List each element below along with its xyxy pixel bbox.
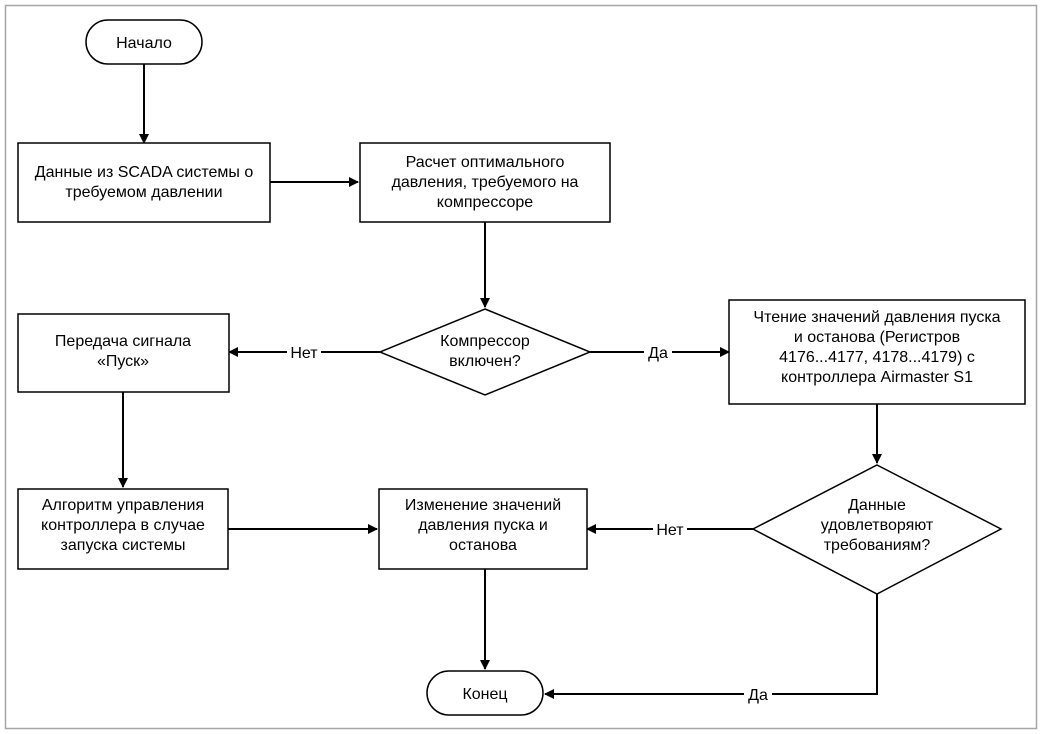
label-bg-on-yes bbox=[644, 342, 672, 362]
edge-label-ok-yes: Да bbox=[748, 687, 768, 704]
start-label: Начало bbox=[116, 35, 172, 52]
algorithm-box bbox=[17, 488, 229, 570]
algorithm-text: Алгоритм управления контроллера в случае з… bbox=[41, 497, 205, 554]
calc-line: давления, требуемого на bbox=[392, 174, 579, 191]
scada-data-box bbox=[17, 142, 271, 223]
read-values-text: Чтение значений давления пуска и останова… bbox=[753, 309, 1000, 386]
calc-pressure-box bbox=[359, 142, 611, 223]
data-ok-text: Данные удовлетворяют требованиям? bbox=[821, 497, 934, 554]
compressor-on-decision bbox=[378, 308, 592, 396]
end-label: Конец bbox=[462, 686, 507, 703]
start-line: Начало bbox=[116, 35, 172, 52]
compressor-on-text: Компрессор включен? bbox=[440, 333, 530, 370]
edge-decision-ok-yes bbox=[544, 594, 878, 699]
change-line: Изменение значений bbox=[405, 497, 561, 514]
send-start-line: Передача сигнала bbox=[55, 333, 191, 350]
decision-on-line: Компрессор bbox=[440, 333, 530, 350]
decision-ok-line: Данные bbox=[848, 497, 906, 514]
decision-on-line: включен? bbox=[449, 353, 521, 370]
send-start-signal-box bbox=[17, 313, 230, 393]
scada-line: Данные из SCADA системы о bbox=[35, 164, 254, 181]
label-bg-ok-yes bbox=[744, 684, 772, 704]
read-values-line: 4176...4177, 4178...4179) с bbox=[779, 349, 975, 366]
algorithm-line: запуска системы bbox=[61, 537, 186, 554]
change-line: останова bbox=[449, 537, 517, 554]
algorithm-line: Алгоритм управления bbox=[42, 497, 204, 514]
edge-label-on-yes: Да bbox=[648, 345, 668, 362]
calc-line: компрессоре bbox=[437, 194, 534, 211]
read-values-line: контроллера Airmaster S1 bbox=[781, 369, 973, 386]
decision-ok-line: требованиям? bbox=[824, 537, 931, 554]
label-bg-on-no bbox=[287, 342, 321, 362]
edge-label-on-no: Нет bbox=[290, 345, 318, 362]
change-values-box bbox=[378, 488, 588, 570]
change-values-text: Изменение значений давления пуска и остано… bbox=[405, 497, 561, 554]
end-line: Конец bbox=[462, 686, 507, 703]
edge-label-ok-no: Нет bbox=[656, 522, 684, 539]
change-line: давления пуска и bbox=[418, 517, 548, 534]
end-terminator bbox=[426, 670, 544, 716]
data-ok-decision bbox=[751, 464, 1003, 595]
scada-line: требуемом давлении bbox=[65, 184, 222, 201]
read-values-box bbox=[728, 299, 1026, 405]
label-bg-ok-no bbox=[653, 519, 687, 539]
calc-line: Расчет оптимального bbox=[406, 154, 565, 171]
nodes bbox=[17, 19, 1026, 716]
send-start-signal-text: Передача сигнала «Пуск» bbox=[55, 333, 191, 370]
node-texts: Начало Данные из SCADA системы о требуемо… bbox=[35, 35, 1001, 703]
algorithm-line: контроллера в случае bbox=[41, 517, 205, 534]
start-terminator bbox=[85, 19, 203, 65]
read-values-line: и останова (Регистров bbox=[794, 329, 960, 346]
edge-labels: Нет Да Нет Да bbox=[287, 342, 772, 704]
read-values-line: Чтение значений давления пуска bbox=[753, 309, 1000, 326]
send-start-line: «Пуск» bbox=[97, 353, 149, 370]
decision-ok-line: удовлетворяют bbox=[821, 517, 934, 534]
scada-data-text: Данные из SCADA системы о требуемом давле… bbox=[35, 164, 254, 201]
calc-pressure-text: Расчет оптимального давления, требуемого … bbox=[392, 154, 579, 211]
